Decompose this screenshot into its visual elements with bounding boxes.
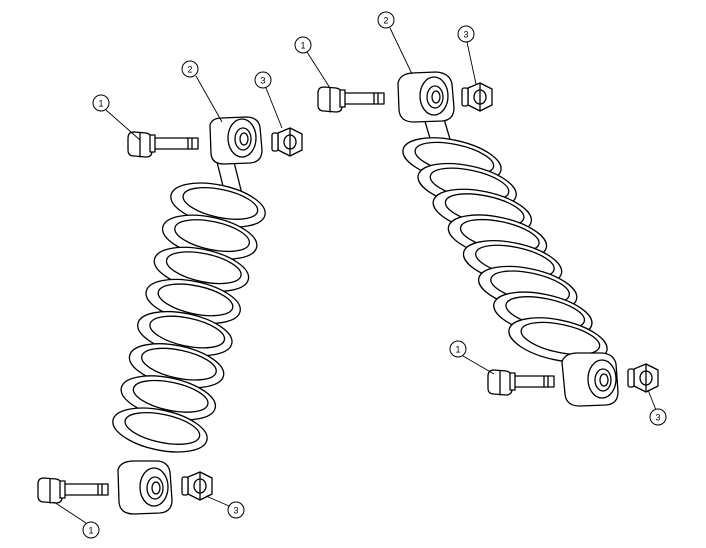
left-coil-spring	[112, 182, 266, 453]
callout-left-bolt-top: 1	[92, 94, 141, 141]
right-upper-bolt	[317, 86, 385, 113]
svg-text:2: 2	[187, 65, 192, 75]
svg-text:1: 1	[98, 99, 103, 109]
left-coil	[112, 407, 208, 453]
left-lower-bolt	[37, 477, 109, 504]
right-coil-spring	[402, 137, 608, 363]
right-coil	[508, 317, 608, 363]
right-upper-nut	[461, 82, 493, 112]
right-lower-mount-eye	[561, 352, 619, 407]
left-lower-mount-eye	[117, 460, 173, 515]
callout-right-nut-top: 3	[457, 25, 477, 85]
left-coilover-assembly	[37, 116, 303, 515]
callout-right-bolt-bottom: 1	[449, 340, 495, 375]
right-coilover-assembly	[317, 71, 659, 407]
svg-text:3: 3	[260, 76, 265, 86]
svg-text:2: 2	[383, 16, 388, 26]
callout-right-bolt-top: 1	[294, 36, 331, 89]
left-upper-bolt	[127, 131, 199, 158]
right-upper-mount-eye	[397, 71, 455, 153]
callout-left-nut-bottom: 3	[205, 495, 245, 519]
svg-text:3: 3	[655, 413, 660, 423]
left-upper-nut	[271, 127, 303, 157]
callout-right-nut-bottom: 3	[647, 389, 667, 426]
callout-left-nut-top: 3	[254, 71, 283, 129]
svg-text:1: 1	[300, 41, 305, 51]
callout-left-bolt-bottom: 1	[53, 501, 100, 539]
callout-left-shock-top: 2	[181, 60, 223, 123]
left-lower-nut	[181, 471, 213, 501]
svg-text:1: 1	[88, 526, 93, 536]
svg-text:3: 3	[463, 30, 468, 40]
right-lower-bolt	[487, 369, 555, 396]
svg-text:1: 1	[455, 345, 460, 355]
callout-right-shock-top: 2	[377, 11, 413, 75]
right-lower-nut	[627, 363, 659, 393]
svg-text:3: 3	[233, 506, 238, 516]
